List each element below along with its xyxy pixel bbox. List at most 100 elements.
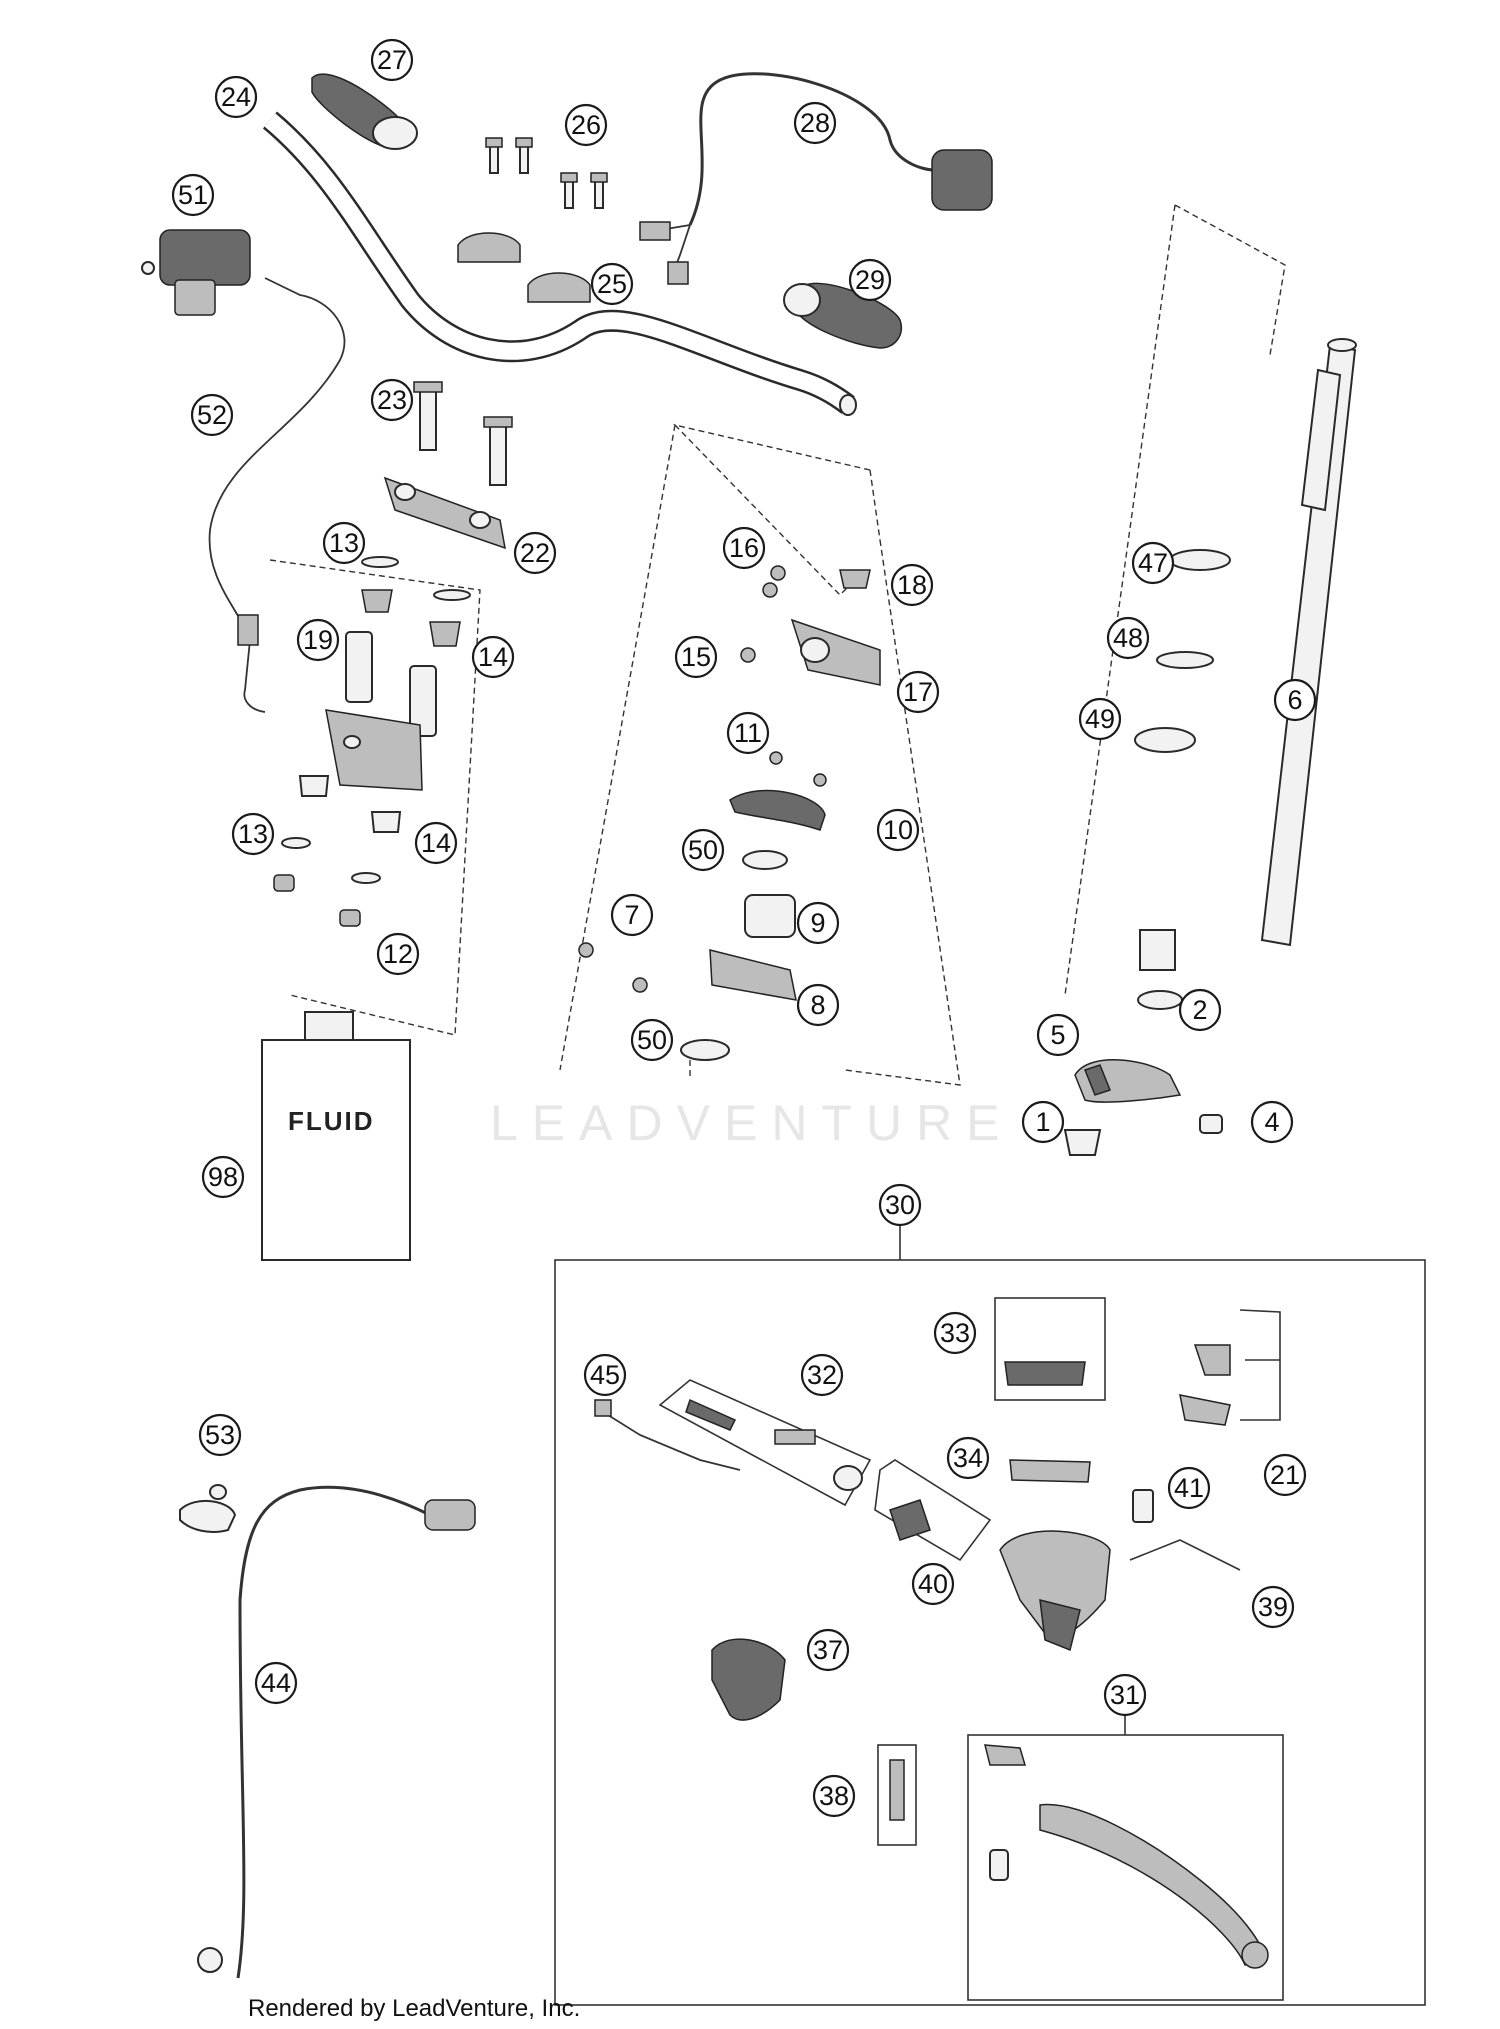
svg-text:23: 23 (377, 385, 407, 415)
screws-26 (485, 137, 608, 209)
callout-98: 98 (201, 1155, 245, 1199)
callout-6: 6 (1273, 678, 1317, 722)
svg-text:22: 22 (520, 538, 550, 568)
callout-28: 28 (793, 101, 837, 145)
svg-text:44: 44 (261, 1668, 291, 1698)
callout-50-upper: 50 (681, 828, 725, 872)
bolts-23 (413, 381, 513, 486)
svg-text:33: 33 (940, 1318, 970, 1348)
callout-15: 15 (674, 635, 718, 679)
svg-text:53: 53 (205, 1420, 235, 1450)
callout-12: 12 (376, 932, 420, 976)
svg-text:45: 45 (590, 1360, 620, 1390)
svg-text:13: 13 (329, 528, 359, 558)
svg-text:28: 28 (800, 108, 830, 138)
svg-text:50: 50 (637, 1025, 667, 1055)
svg-text:41: 41 (1174, 1473, 1204, 1503)
callout-17: 17 (896, 670, 940, 714)
svg-text:31: 31 (1110, 1680, 1140, 1710)
svg-text:30: 30 (885, 1190, 915, 1220)
fluid-bottle: FLUID (261, 1011, 411, 1261)
throttle-housing (141, 229, 251, 316)
callout-50-lower: 50 (630, 1018, 674, 1062)
svg-text:26: 26 (571, 110, 601, 140)
brake-line (179, 1484, 476, 1979)
svg-text:21: 21 (1270, 1460, 1300, 1490)
svg-text:16: 16 (729, 533, 759, 563)
callout-49: 49 (1078, 697, 1122, 741)
svg-text:11: 11 (734, 718, 762, 748)
svg-text:34: 34 (953, 1443, 983, 1473)
fluid-label: FLUID (288, 1106, 375, 1136)
callout-45: 45 (583, 1353, 627, 1397)
svg-text:52: 52 (197, 400, 227, 430)
stack-outline-center (559, 423, 961, 1086)
stem-outline (1064, 204, 1286, 996)
svg-text:18: 18 (897, 570, 927, 600)
callout-24: 24 (214, 75, 258, 119)
callout-4: 4 (1250, 1100, 1294, 1144)
callout-44: 44 (254, 1661, 298, 1705)
svg-text:49: 49 (1085, 704, 1115, 734)
callout-51: 51 (171, 173, 215, 217)
bottom-clamp (1063, 1059, 1223, 1156)
master-cylinder-frame (554, 1220, 1426, 2006)
svg-text:4: 4 (1264, 1107, 1279, 1137)
footer-credit: Rendered by LeadVenture, Inc. (248, 1995, 581, 2022)
callout-23: 23 (370, 378, 414, 422)
watermark-text: LEADVENTURE (490, 1095, 1014, 1151)
master-cylinder-parts (594, 1297, 1284, 2001)
svg-text:7: 7 (624, 900, 639, 930)
grip-right (783, 282, 902, 349)
callout-33: 33 (933, 1311, 977, 1355)
svg-text:1: 1 (1035, 1107, 1050, 1137)
svg-text:10: 10 (883, 815, 913, 845)
svg-text:2: 2 (1192, 995, 1207, 1025)
svg-text:5: 5 (1050, 1020, 1065, 1050)
svg-text:47: 47 (1138, 548, 1168, 578)
callout-25: 25 (590, 262, 634, 306)
svg-text:8: 8 (810, 990, 825, 1020)
callout-13-lower: 13 (231, 812, 275, 856)
callout-41: 41 (1167, 1466, 1211, 1510)
svg-text:37: 37 (813, 1635, 843, 1665)
grip-left (311, 73, 418, 150)
callout-19: 19 (296, 618, 340, 662)
svg-text:98: 98 (208, 1162, 238, 1192)
callout-2: 2 (1178, 988, 1222, 1032)
left-stack-parts (273, 556, 471, 927)
svg-text:39: 39 (1258, 1592, 1288, 1622)
callout-38: 38 (812, 1774, 856, 1818)
callout-48: 48 (1106, 616, 1150, 660)
svg-text:50: 50 (688, 835, 718, 865)
callout-30: 30 (878, 1183, 922, 1227)
svg-text:48: 48 (1113, 623, 1143, 653)
svg-text:24: 24 (221, 82, 251, 112)
handlebar (262, 111, 857, 416)
steering-stem (1139, 338, 1357, 971)
callout-8: 8 (796, 983, 840, 1027)
callout-10: 10 (876, 808, 920, 852)
callout-34: 34 (946, 1436, 990, 1480)
callout-47: 47 (1131, 541, 1175, 585)
svg-text:13: 13 (238, 819, 268, 849)
svg-text:40: 40 (918, 1569, 948, 1599)
svg-text:15: 15 (681, 642, 711, 672)
svg-text:12: 12 (383, 939, 413, 969)
svg-text:27: 27 (377, 45, 407, 75)
callout-7: 7 (610, 893, 654, 937)
svg-text:6: 6 (1287, 685, 1302, 715)
callout-37: 37 (806, 1628, 850, 1672)
callout-18: 18 (890, 563, 934, 607)
callout-29: 29 (848, 258, 892, 302)
callout-13-upper: 13 (322, 521, 366, 565)
callout-52: 52 (190, 393, 234, 437)
callout-27: 27 (370, 38, 414, 82)
svg-text:9: 9 (810, 908, 825, 938)
switch-cable (639, 72, 993, 285)
callout-14-lower: 14 (414, 821, 458, 865)
callout-1: 1 (1021, 1100, 1065, 1144)
upper-clamp (383, 476, 506, 550)
callout-11: 11 (726, 711, 770, 755)
